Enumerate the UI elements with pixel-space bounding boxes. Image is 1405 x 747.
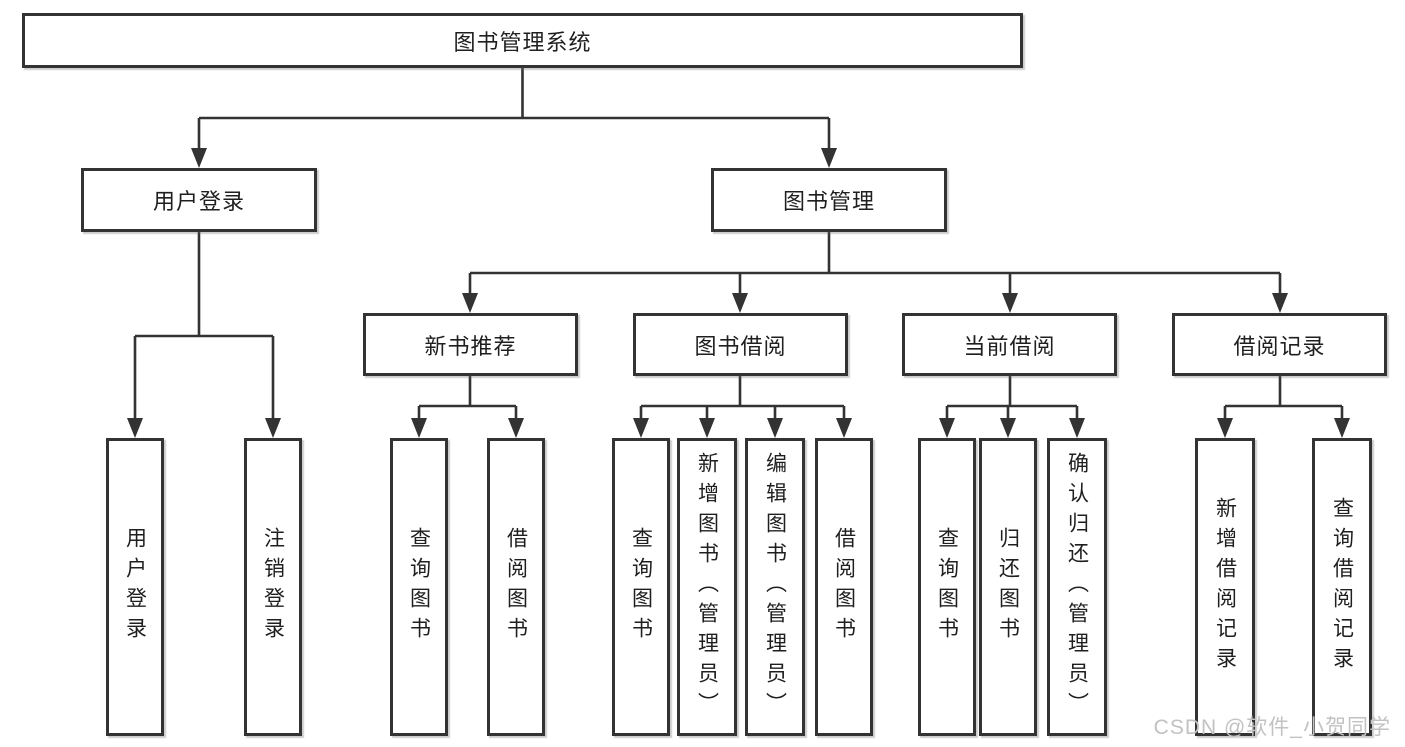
node-label: 新增图书（管理员） (695, 452, 719, 722)
leaf-edit-book-admin: 编辑图书（管理员） (745, 438, 805, 736)
node-label: 确认归还（管理员） (1065, 452, 1089, 722)
node-label: 借阅图书 (504, 527, 528, 647)
leaf-user-login: 用户登录 (106, 438, 164, 736)
leaf-query-books-recommend: 查询图书 (390, 438, 448, 736)
node-label: 查询借阅记录 (1330, 497, 1354, 677)
leaf-add-book-admin: 新增图书（管理员） (677, 438, 737, 736)
node-label: 查询图书 (407, 527, 431, 647)
node-label: 新增借阅记录 (1213, 497, 1237, 677)
leaf-logout: 注销登录 (244, 438, 302, 736)
node-new-book-recommend: 新书推荐 (363, 313, 578, 376)
leaf-add-borrow-record: 新增借阅记录 (1195, 438, 1255, 736)
leaf-query-books-borrow: 查询图书 (612, 438, 670, 736)
node-label: 用户登录 (123, 527, 147, 647)
node-library-system: 图书管理系统 (22, 13, 1023, 68)
node-borrow-records: 借阅记录 (1172, 313, 1387, 376)
node-label: 用户登录 (152, 189, 245, 214)
node-book-borrow: 图书借阅 (633, 313, 848, 376)
node-current-borrow: 当前借阅 (902, 313, 1117, 376)
node-label: 图书管理 (782, 189, 875, 214)
node-label: 图书管理系统 (453, 29, 592, 55)
node-label: 借阅记录 (1233, 333, 1326, 359)
leaf-query-borrow-record: 查询借阅记录 (1312, 438, 1372, 736)
node-label: 注销登录 (261, 527, 285, 647)
node-label: 归还图书 (996, 527, 1020, 647)
leaf-confirm-return-admin: 确认归还（管理员） (1047, 438, 1107, 736)
node-label: 图书借阅 (694, 333, 787, 359)
leaf-borrow-books-recommend: 借阅图书 (487, 438, 545, 736)
node-label: 查询图书 (629, 527, 653, 647)
node-label: 编辑图书（管理员） (763, 452, 787, 722)
node-label: 新书推荐 (424, 333, 517, 359)
node-book-management: 图书管理 (711, 168, 947, 232)
node-label: 借阅图书 (832, 527, 856, 647)
node-label: 查询图书 (935, 527, 959, 647)
leaf-query-books-current: 查询图书 (918, 438, 976, 736)
leaf-return-books: 归还图书 (979, 438, 1037, 736)
node-label: 当前借阅 (963, 333, 1056, 359)
leaf-borrow-books-borrow: 借阅图书 (815, 438, 873, 736)
node-user-login: 用户登录 (81, 168, 317, 232)
watermark: CSDN @软件_小贺同学 (1153, 716, 1391, 739)
